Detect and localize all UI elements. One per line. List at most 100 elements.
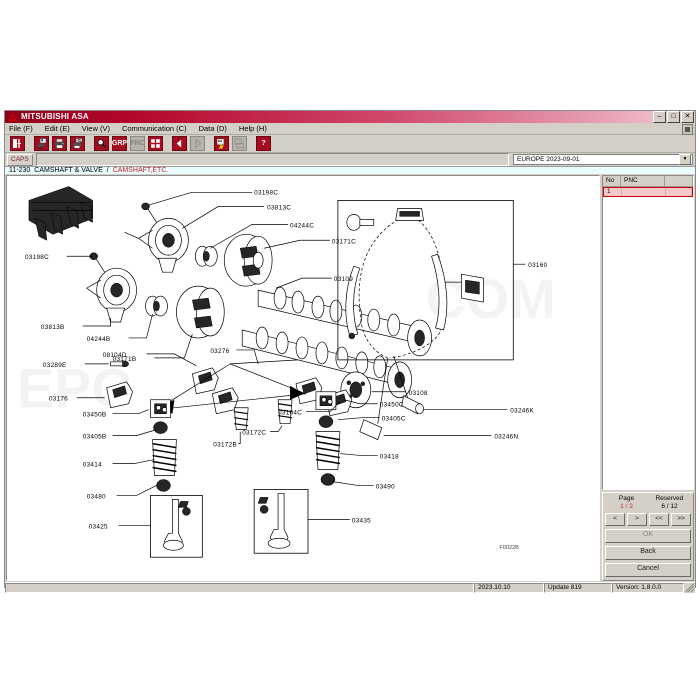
part-label-03160[interactable]: 03160: [528, 262, 547, 269]
part-label-03418[interactable]: 03418: [380, 454, 399, 461]
toolbar-separator: [207, 135, 212, 152]
part-label-03198c-low[interactable]: 03198C: [25, 254, 49, 261]
resize-grip-icon[interactable]: [684, 582, 695, 593]
part-label-03172c[interactable]: 03172C: [242, 430, 266, 437]
tb-save-button[interactable]: [33, 135, 50, 152]
part-label-03414[interactable]: 03414: [83, 462, 102, 469]
tb-help-button[interactable]: ?: [255, 135, 272, 152]
pnc-table[interactable]: No PNC 1: [602, 175, 694, 490]
part-label-03104c[interactable]: 03104C: [278, 410, 302, 417]
part-label-03108[interactable]: 03108: [409, 390, 428, 397]
menu-file[interactable]: File (F): [9, 124, 33, 133]
part-cam-carrier: [28, 186, 94, 241]
part-label-03813c[interactable]: 03813C: [267, 204, 291, 211]
tb-pnc-button[interactable]: PNC: [129, 135, 146, 152]
chain-tensioner-right: [431, 253, 484, 331]
part-label-03405c[interactable]: 03405C: [382, 416, 406, 423]
part-label-03450c[interactable]: 03450C: [380, 402, 404, 409]
tb-forward-button[interactable]: [189, 135, 206, 152]
menu-communication[interactable]: Communication (C): [121, 124, 187, 133]
close-button[interactable]: ✕: [681, 111, 694, 123]
part-label-03246k[interactable]: 03246K: [510, 408, 534, 415]
part-label-03176[interactable]: 03176: [49, 396, 68, 403]
tb-search-button[interactable]: [93, 135, 110, 152]
leader-03246n-stem: [377, 357, 389, 424]
tb-order-button[interactable]: [213, 135, 230, 152]
export-icon: [232, 136, 247, 151]
grp-icon: GRP: [112, 136, 127, 151]
menu-edit[interactable]: Edit (E): [44, 124, 70, 133]
part-label-04244b[interactable]: 04244B: [87, 336, 111, 343]
part-label-03276[interactable]: 03276: [210, 348, 229, 355]
first-page-button[interactable]: <<: [649, 512, 669, 526]
leader-03813c: [182, 206, 265, 229]
chevron-down-icon[interactable]: ▼: [679, 154, 691, 165]
tb-print-preview-button[interactable]: [69, 135, 86, 152]
part-label-03171b[interactable]: 03171B: [113, 356, 137, 363]
leader-03813b: [82, 318, 111, 327]
part-label-03425[interactable]: 03425: [89, 523, 108, 530]
prev-page-button[interactable]: <: [605, 512, 625, 526]
part-label-04244c[interactable]: 04244C: [290, 222, 314, 229]
breadcrumb-separator: /: [106, 167, 109, 174]
window-title: MITSUBISHI ASA: [21, 112, 89, 121]
app-restore-icon[interactable]: [682, 124, 693, 135]
tb-back-button[interactable]: [171, 135, 188, 152]
tb-print-button[interactable]: [51, 135, 68, 152]
part-label-03450b[interactable]: 03450B: [83, 412, 107, 419]
part-pin-03246n: [359, 419, 383, 441]
leader-03418: [339, 453, 378, 456]
part-label-03490[interactable]: 03490: [376, 483, 395, 490]
triangle-right-icon: [190, 136, 205, 151]
part-label-03289e[interactable]: 03289E: [43, 362, 67, 369]
leader-03405b: [112, 429, 157, 436]
tb-grp-button[interactable]: GRP: [111, 135, 128, 152]
part-label-08104d[interactable]: 08104D: [103, 352, 127, 359]
region-select[interactable]: EUROPE 2023-09-01 ▼: [513, 154, 693, 165]
next-page-button[interactable]: >: [627, 512, 647, 526]
leader-03171c: [264, 239, 330, 249]
part-label-03480[interactable]: 03480: [87, 493, 106, 500]
part-coupler-b: [145, 295, 168, 317]
part-label-03435[interactable]: 03435: [352, 517, 371, 524]
triangle-left-icon: [172, 136, 187, 151]
back-button[interactable]: Back: [605, 545, 691, 560]
part-label-03172b[interactable]: 03172B: [213, 442, 237, 449]
chain-guide-left: [345, 265, 361, 340]
toolbar-separator: [27, 135, 32, 152]
tb-exit-button[interactable]: [9, 135, 26, 152]
cancel-button[interactable]: Cancel: [605, 562, 691, 577]
save-disk-icon: [34, 136, 49, 151]
menu-bar: File (F) Edit (E) View (V) Communication…: [5, 123, 695, 135]
part-label-03171c[interactable]: 03171C: [332, 238, 356, 245]
menu-help[interactable]: Help (H): [238, 124, 267, 133]
menu-data[interactable]: Data (D): [198, 124, 227, 133]
table-row[interactable]: 1: [603, 187, 693, 197]
side-panel: No PNC 1 Page Reserved 1 / 2 6 / 12: [602, 175, 694, 581]
toolbar-separator: [249, 135, 254, 152]
last-page-button[interactable]: >>: [671, 512, 691, 526]
ok-button[interactable]: OK: [605, 528, 691, 543]
leader-08104d: [146, 353, 197, 367]
leader-03450b: [112, 409, 149, 415]
part-label-03813b[interactable]: 03813B: [41, 324, 65, 331]
tb-export-button[interactable]: [231, 135, 248, 152]
part-label-03405b[interactable]: 03405B: [83, 434, 107, 441]
part-label-03246n[interactable]: 03246N: [494, 434, 518, 441]
bolt-top-left: [346, 214, 375, 231]
part-label-03198c-top[interactable]: 03198C: [254, 189, 278, 196]
diagram-pane[interactable]: EPC COM: [6, 175, 600, 581]
part-valve-train-left: [150, 399, 203, 558]
minimize-button[interactable]: –: [653, 111, 666, 123]
part-label-03109[interactable]: 03109: [334, 276, 353, 283]
status-bar: 2023.10.10 Update 819 Version: 1.8.0.0: [5, 581, 695, 593]
pnc-cell-no: 1: [604, 188, 622, 196]
menu-view[interactable]: View (V): [81, 124, 110, 133]
maximize-button[interactable]: □: [667, 111, 680, 123]
caps-tab[interactable]: CAPS: [7, 153, 33, 166]
tb-grid-button[interactable]: [147, 135, 164, 152]
part-valve-train-right: [253, 391, 341, 554]
parts-diagram[interactable]: EPC COM: [7, 176, 599, 580]
pnc-column-no: No: [603, 176, 621, 186]
part-vvt-actuator-c: [124, 202, 189, 273]
